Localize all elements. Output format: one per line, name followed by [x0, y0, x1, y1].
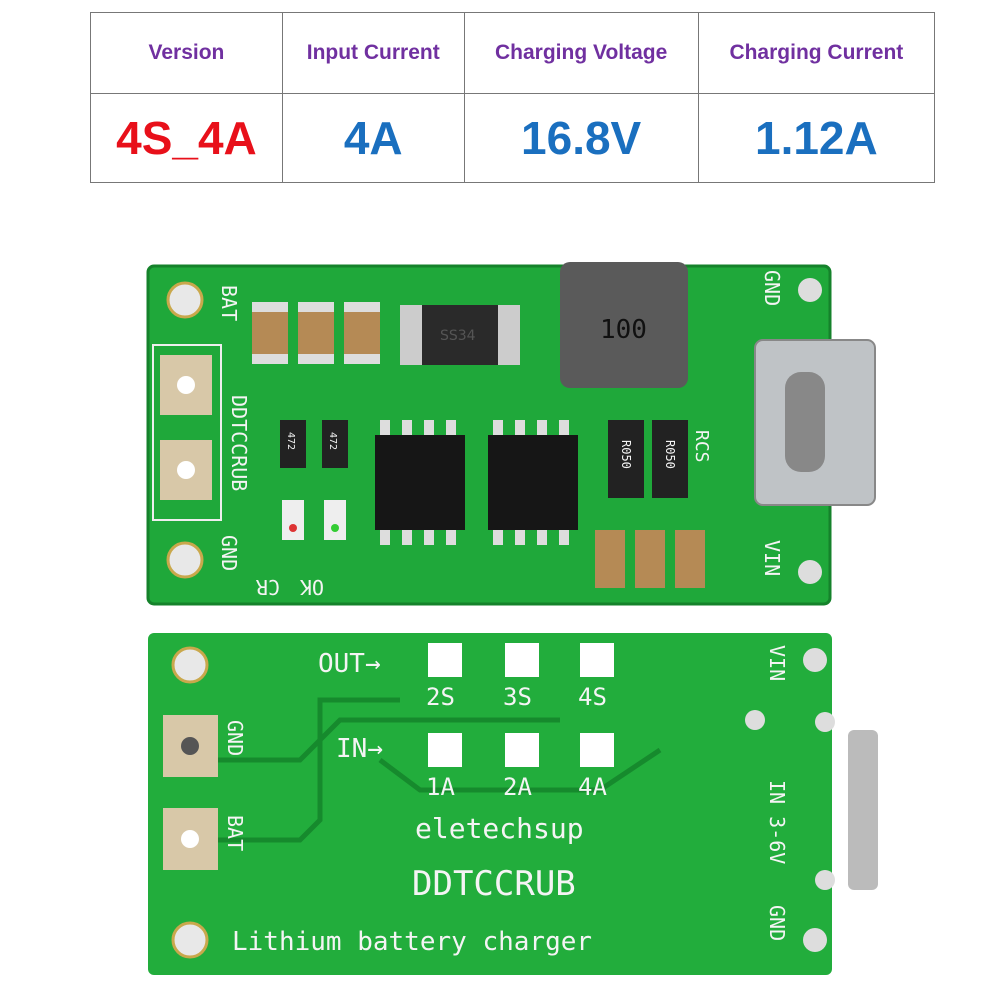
jumper-in-1a: 1A	[426, 773, 455, 801]
label-gnd: GND	[217, 535, 241, 571]
header-version: Version	[90, 12, 283, 94]
rcs-resistor-marking: R050	[663, 440, 677, 469]
resistor-marking: 472	[327, 432, 338, 450]
label-in: IN→	[336, 734, 383, 764]
label-gnd-right: GND	[765, 905, 789, 941]
spec-table: Version Input Current Charging Voltage C…	[90, 12, 936, 183]
value-charging-voltage: 16.8V	[463, 93, 699, 183]
model-text: DDTCCRUB	[412, 864, 576, 904]
label-ok: OK	[300, 575, 324, 599]
label-vin: VIN	[760, 540, 784, 576]
jumper-out-4s: 4S	[578, 683, 607, 711]
label-bat: BAT	[217, 285, 241, 321]
header-charging-voltage: Charging Voltage	[463, 12, 699, 94]
inductor-marking: 100	[600, 315, 647, 345]
value-version: 4S_4A	[90, 93, 283, 183]
diode-marking: SS34	[440, 328, 476, 344]
jumper-out-3s: 3S	[503, 683, 532, 711]
label-cr: CR	[255, 575, 280, 599]
value-input-current: 4A	[281, 93, 465, 183]
top-board: BAT GND DDTCCRUB SS34 100 472 472 CR OK …	[146, 262, 876, 606]
jumper-in-4a: 4A	[578, 773, 607, 801]
label-bat: BAT	[223, 815, 247, 851]
rcs-resistor-marking: R050	[619, 440, 633, 469]
resistor-marking: 472	[285, 432, 296, 450]
jumper-out-2s: 2S	[426, 683, 455, 711]
label-out: OUT→	[318, 649, 381, 679]
label-gnd: GND	[223, 720, 247, 756]
bottom-board: OUT→ IN→ 2S 3S 4S 1A 2A 4A GND BAT elete…	[148, 633, 878, 975]
header-charging-current: Charging Current	[697, 12, 936, 94]
label-vin: VIN	[765, 645, 789, 681]
label-rcs: RCS	[691, 430, 712, 463]
jumper-in-2a: 2A	[503, 773, 532, 801]
brand-text: eletechsup	[415, 812, 584, 845]
label-input-range: IN 3-6V	[765, 780, 789, 864]
value-charging-current: 1.12A	[697, 93, 936, 183]
description-text: Lithium battery charger	[232, 927, 592, 957]
table-value-row: 4S_4A 4A 16.8V 1.12A	[90, 93, 936, 183]
header-input-current: Input Current	[281, 12, 465, 94]
label-model: DDTCCRUB	[227, 395, 251, 491]
label-gnd-right: GND	[760, 270, 784, 306]
table-header-row: Version Input Current Charging Voltage C…	[90, 12, 936, 94]
